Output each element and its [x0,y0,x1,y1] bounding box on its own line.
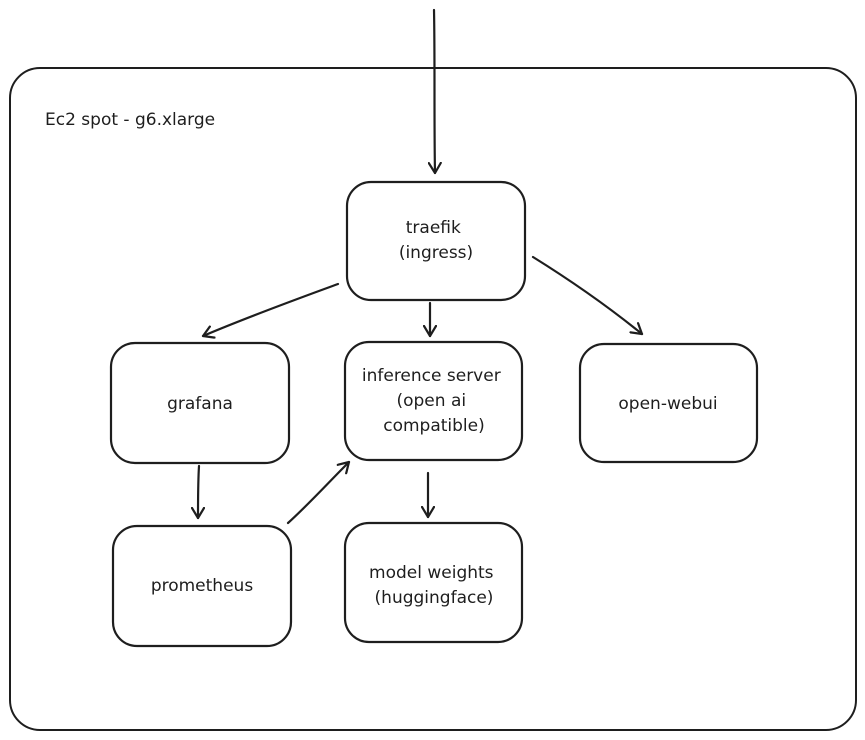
node-open-webui: open-webui [578,342,759,464]
edge-external-to-traefik [434,8,435,175]
node-inference-server-line-2: (open ai [396,391,466,411]
node-prometheus: prometheus [111,524,293,648]
node-prometheus-label: prometheus [151,576,254,596]
node-open-webui-label: open-webui [618,394,717,414]
node-grafana-label: grafana [167,394,233,414]
node-inference-server-box [343,340,524,462]
node-grafana-line-1: grafana [167,394,233,414]
node-prometheus-box [111,524,293,648]
edge-grafana-to-prometheus [198,464,199,520]
node-grafana: grafana [109,341,291,465]
node-open-webui-box [578,342,759,464]
node-traefik: traefik (ingress) [345,180,527,302]
node-inference-server-line-1: inference server [362,366,501,386]
node-inference-server-line-3: compatible) [383,416,485,436]
node-traefik-line-2: (ingress) [399,243,473,263]
node-prometheus-line-1: prometheus [151,576,254,596]
node-traefik-box [345,180,527,302]
node-inference-server: inference server (open ai compatible) [343,340,524,462]
edge-traefik-to-open-webui [531,255,644,336]
edge-traefik-to-grafana [201,282,340,336]
node-model-weights-label: model weights (huggingface) [369,563,499,608]
node-open-webui-line-1: open-webui [618,394,717,414]
node-model-weights-line-1: model weights [369,563,494,583]
node-grafana-box [109,341,291,465]
node-traefik-label: traefik (ingress) [399,218,473,263]
node-inference-server-label: inference server (open ai compatible) [362,366,506,436]
edges [198,8,644,525]
edge-prometheus-to-inference-server [286,460,351,525]
ec2-container-label: Ec2 spot - g6.xlarge [45,110,215,130]
node-traefik-line-1: traefik [406,218,461,238]
node-model-weights-box [343,521,524,644]
node-model-weights: model weights (huggingface) [343,521,524,644]
node-model-weights-line-2: (huggingface) [375,588,494,608]
